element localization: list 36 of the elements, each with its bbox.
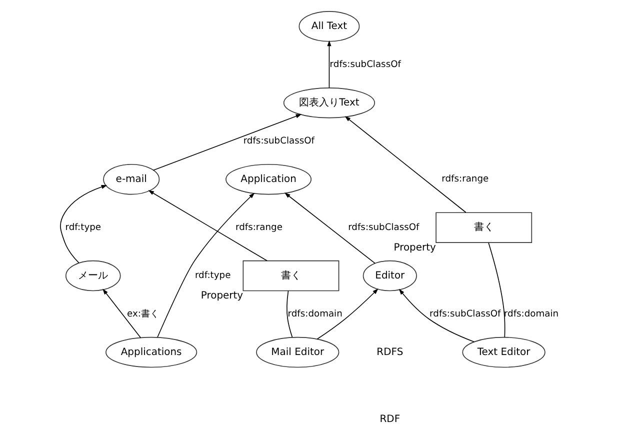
edge-label: rdfs:subClassOf [348,222,419,233]
arrow [148,190,268,262]
node-ellipse: All Text [298,11,360,42]
edge-label: rdfs:subClassOf [329,60,400,70]
edge-label: rdf:type [64,222,101,233]
node-ellipse: Application [225,164,312,195]
edge-label: rdfs:subClassOf [429,309,500,320]
arrow [398,288,474,342]
arrow [102,288,141,338]
arrow [284,192,375,264]
arrow [156,192,254,338]
label: RDFS [376,346,403,358]
connector [488,242,505,338]
node-ellipse: Text Editor [462,336,545,368]
connector [286,290,292,338]
node-ellipse: Applications [105,336,197,368]
edge-label: rdfs:range [441,174,488,185]
node-label: Property [393,242,436,254]
arrow [316,288,378,340]
edge-label: rdfs:subClassOf [242,136,314,146]
edge-label: rdfs:domain [503,309,558,320]
node-ellipse: Editor [362,260,416,292]
edge-label: rdfs:range [234,222,282,233]
label: RDF [379,414,400,426]
edge-label: rdfs:domain [287,309,342,320]
arrow [344,116,466,213]
edge-label: ex:書く [126,309,158,320]
node-label: Property [200,290,243,302]
node-ellipse: メール [65,260,120,292]
arrow [60,185,107,264]
node-ellipse: Mail Editor [256,336,339,368]
edge-label: rdf:type [194,271,230,282]
node-box: 書く [435,212,532,243]
node-box: 書く [242,260,339,292]
arrow [152,114,302,171]
arrow [326,40,331,88]
